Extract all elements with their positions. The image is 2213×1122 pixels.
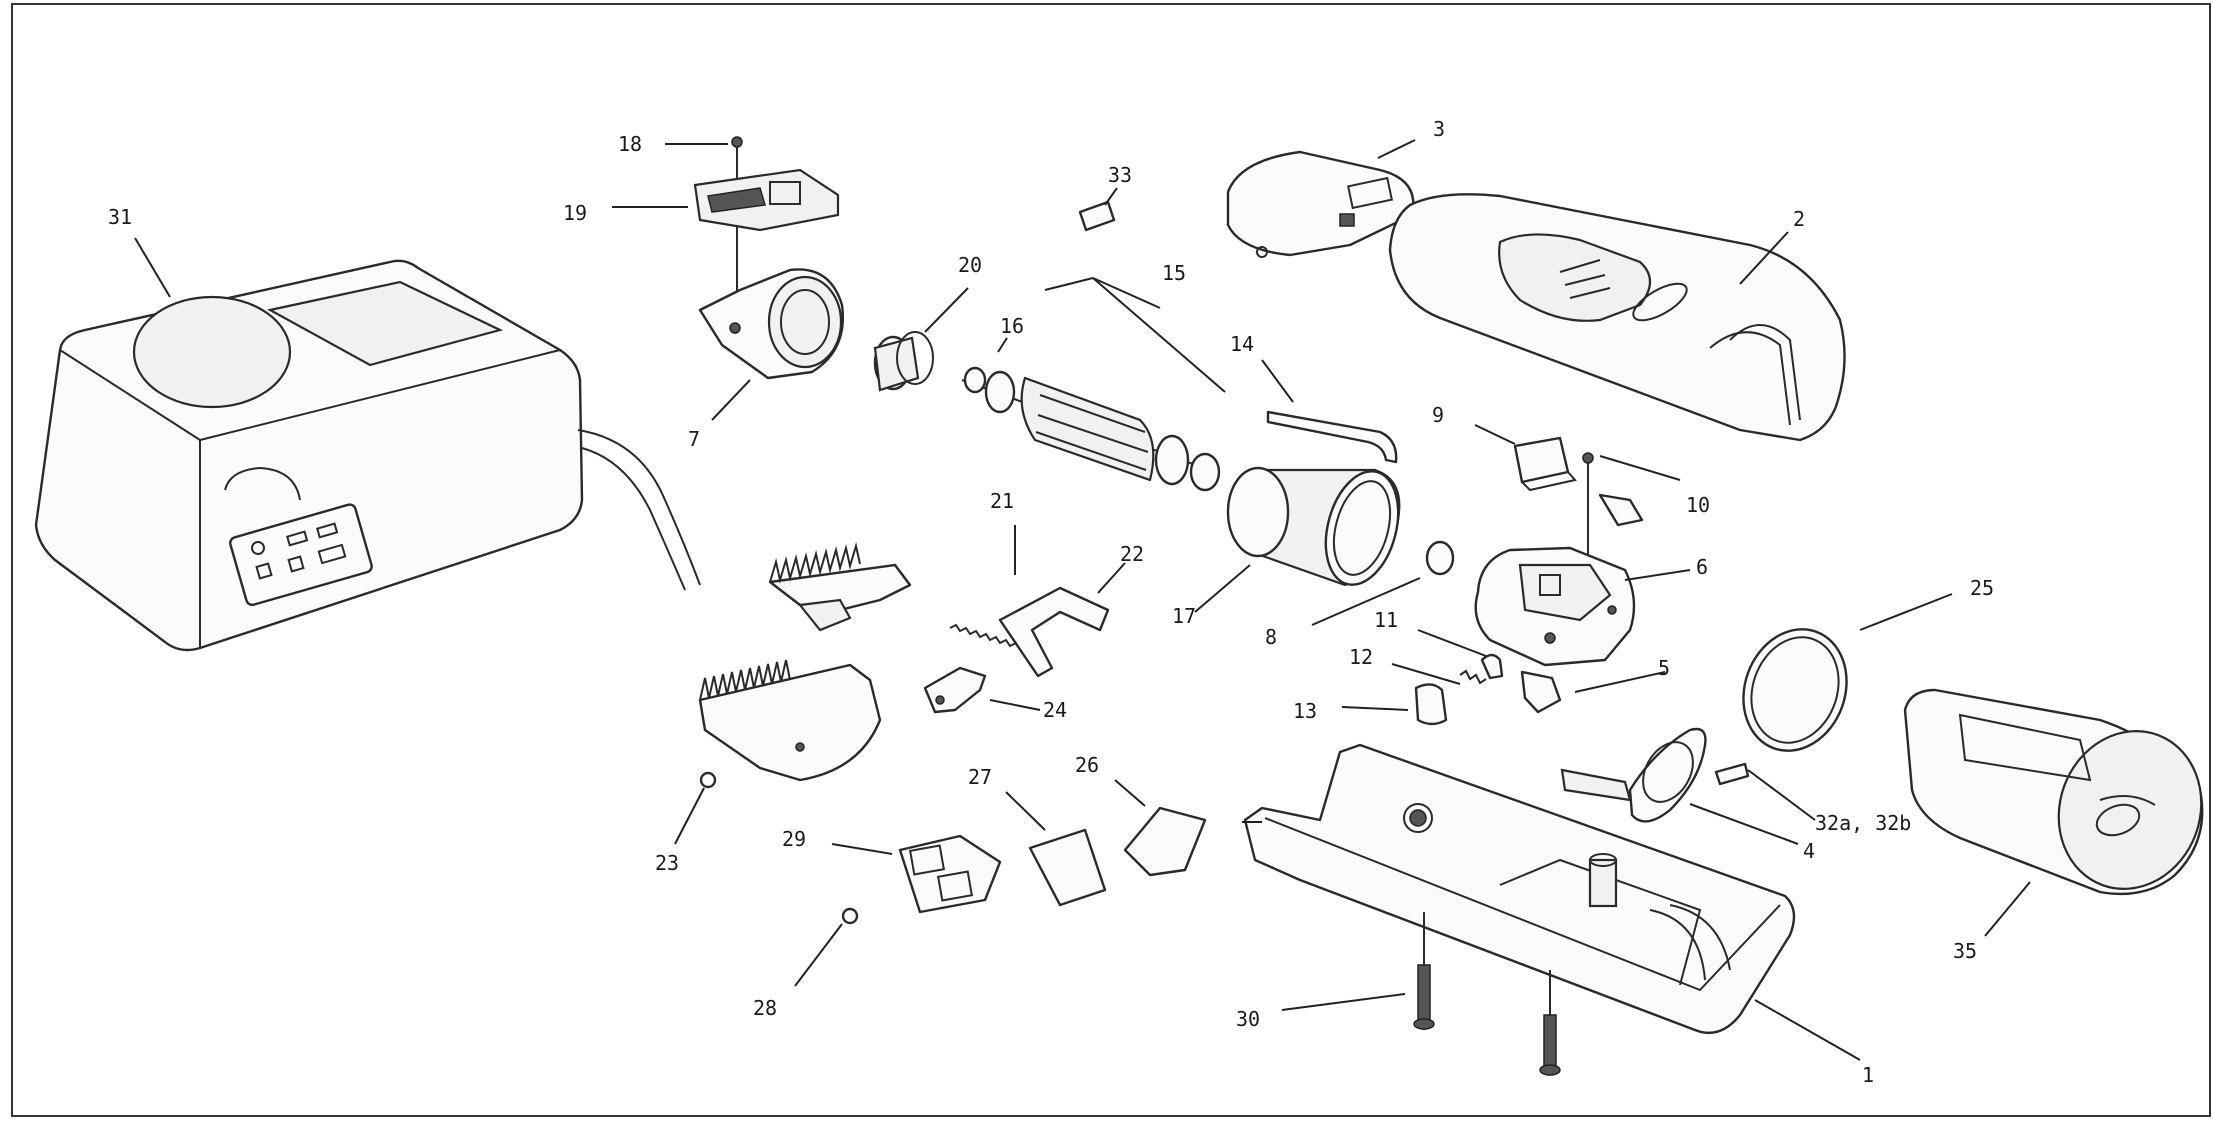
bushing-part (1414, 683, 1448, 726)
o-ring-part (1742, 628, 1848, 752)
charging-base-part (34, 259, 701, 652)
spring-bracket-part (1266, 410, 1398, 464)
contact-terminal-part (1520, 670, 1562, 714)
leader-lines (134, 139, 2031, 1061)
main-cover-part (1388, 193, 1846, 442)
armature-part (961, 366, 1221, 492)
callout-28: 28 (753, 996, 777, 1020)
blade-drive-part (923, 666, 987, 714)
callout-13: 13 (1293, 699, 1317, 723)
callout-12: 12 (1349, 645, 1373, 669)
callout-8: 8 (1265, 625, 1277, 649)
magnet-can-part (1226, 466, 1401, 587)
callout-23: 23 (655, 851, 679, 875)
callout-17: 17 (1172, 604, 1196, 628)
lower-blade-part (698, 659, 882, 782)
callout-2: 2 (1793, 207, 1805, 231)
switch-screw-part (1582, 452, 1594, 464)
shim-part (1714, 762, 1750, 786)
blade-screw-part (699, 771, 717, 789)
front-housing-part (698, 268, 844, 380)
blade-spring-clip-part (998, 586, 1110, 678)
callout-25: 25 (1970, 576, 1994, 600)
callout-19: 19 (563, 201, 587, 225)
bearing-ring-part (873, 331, 934, 392)
diagram-frame (11, 3, 2211, 1117)
contact-spring-part (1459, 669, 1487, 685)
callout-30: 30 (1236, 1007, 1260, 1031)
callout-6: 6 (1696, 555, 1708, 579)
upper-cutter-part (768, 542, 912, 632)
callout-32: 32a, 32b (1815, 811, 1911, 835)
callout-33: 33 (1108, 163, 1132, 187)
callout-5: 5 (1658, 656, 1670, 680)
callout-20: 20 (958, 253, 982, 277)
switch-part (1513, 436, 1577, 492)
callout-16: 16 (1000, 314, 1024, 338)
end-cap-part (1903, 688, 2204, 896)
callout-21: 21 (990, 489, 1014, 513)
motor-frame-part (1474, 546, 1636, 667)
housing-screw-part (1413, 912, 1561, 1076)
washer-part (1425, 540, 1455, 576)
drive-plate-link-part (1028, 828, 1107, 907)
contact-clip-part (1480, 653, 1504, 680)
callout-18: 18 (618, 132, 642, 156)
callout-26: 26 (1075, 753, 1099, 777)
drive-plate-part (1123, 806, 1207, 877)
callout-7: 7 (688, 427, 700, 451)
callout-4: 4 (1803, 839, 1815, 863)
callout-3: 3 (1433, 117, 1445, 141)
bottom-housing-part (1243, 743, 1796, 1035)
callout-15: 15 (1162, 261, 1186, 285)
battery-clip-part (1560, 727, 1707, 823)
callout-22: 22 (1120, 542, 1144, 566)
callout-labels: 31 18 19 7 33 20 16 15 14 3 2 9 10 6 21 … (108, 117, 1994, 1087)
callout-35: 35 (1953, 939, 1977, 963)
callout-31: 31 (108, 205, 132, 229)
plate-screw-part (841, 907, 859, 925)
terminal-contact-part (1598, 493, 1644, 527)
callout-11: 11 (1374, 608, 1398, 632)
callout-14: 14 (1230, 332, 1254, 356)
callout-27: 27 (968, 765, 992, 789)
callout-29: 29 (782, 827, 806, 851)
callout-10: 10 (1686, 493, 1710, 517)
callout-24: 24 (1043, 698, 1067, 722)
blade-guide-part (693, 136, 840, 330)
small-pad-part (1078, 200, 1116, 232)
callout-9: 9 (1432, 403, 1444, 427)
upper-cover-part (1226, 150, 1415, 258)
callout-1: 1 (1862, 1063, 1874, 1087)
